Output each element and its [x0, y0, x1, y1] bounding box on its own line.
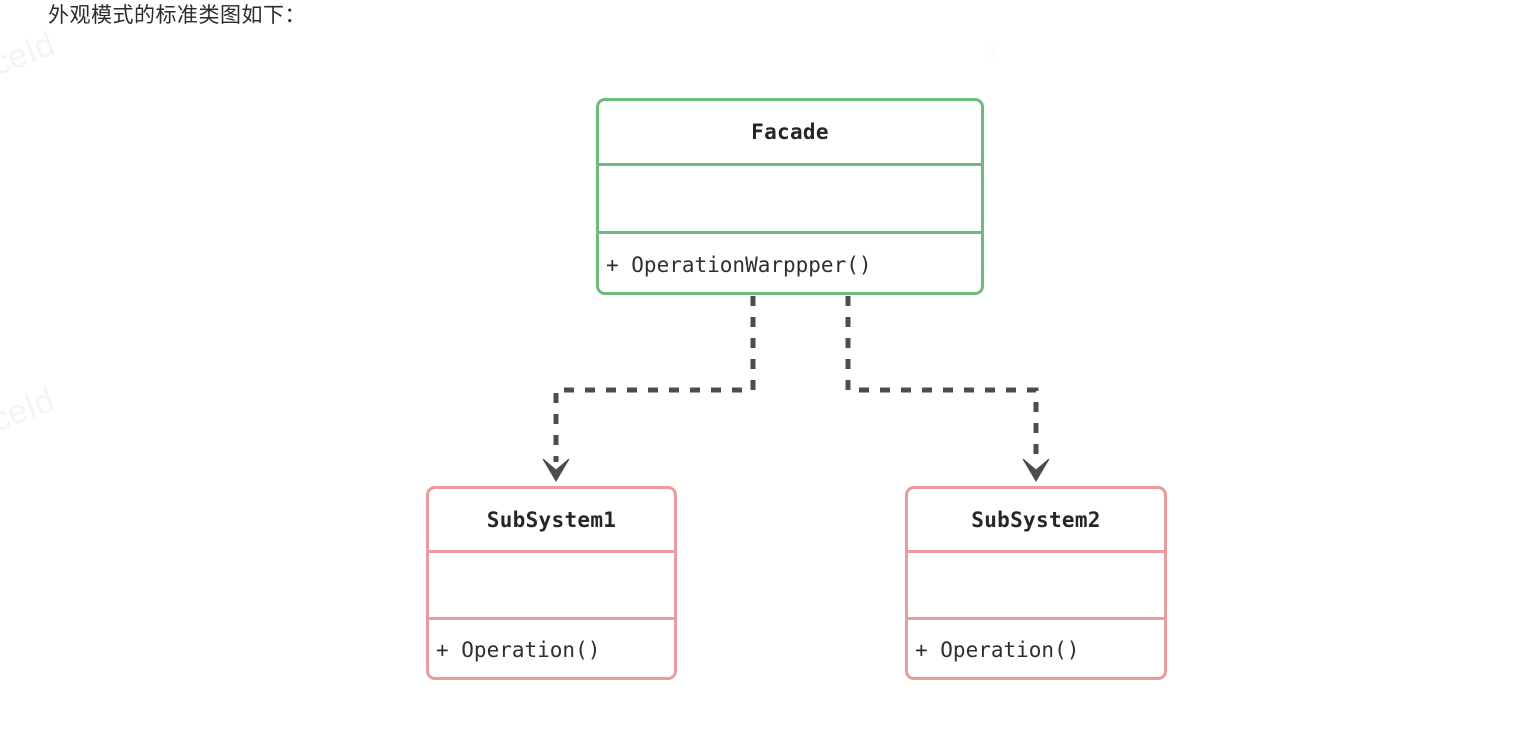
method-subsystem1-operation: + Operation() [436, 638, 601, 662]
class-box-subsystem1[interactable]: SubSystem1 + Operation() [426, 486, 677, 680]
compartment-divider [599, 163, 981, 166]
arrowhead-subsystem2 [1022, 458, 1050, 482]
arrowhead-subsystem1 [542, 458, 570, 482]
class-name-facade: Facade [751, 120, 829, 144]
page-title: 外观模式的标准类图如下： [48, 4, 306, 27]
connector-facade-to-subsystem1 [542, 296, 756, 482]
attributes-compartment-facade [599, 166, 981, 231]
method-facade-operation-wrapper: + OperationWarppper() [606, 252, 872, 277]
compartment-divider [429, 550, 674, 553]
class-name-subsystem1: SubSystem1 [486, 507, 617, 532]
class-box-subsystem2[interactable]: SubSystem2 + Operation() [905, 486, 1167, 680]
attributes-compartment-subsystem2 [908, 553, 1164, 617]
class-box-facade[interactable]: Facade + OperationWarppper() [596, 98, 984, 295]
class-name-subsystem2: SubSystem2 [971, 507, 1101, 532]
method-subsystem2-operation: + Operation() [915, 638, 1080, 662]
compartment-divider [908, 617, 1164, 620]
compartment-divider [599, 231, 981, 234]
attributes-compartment-subsystem1 [429, 553, 674, 617]
connector-facade-to-subsystem2 [845, 296, 1050, 482]
compartment-divider [429, 617, 674, 620]
compartment-divider [908, 550, 1164, 553]
